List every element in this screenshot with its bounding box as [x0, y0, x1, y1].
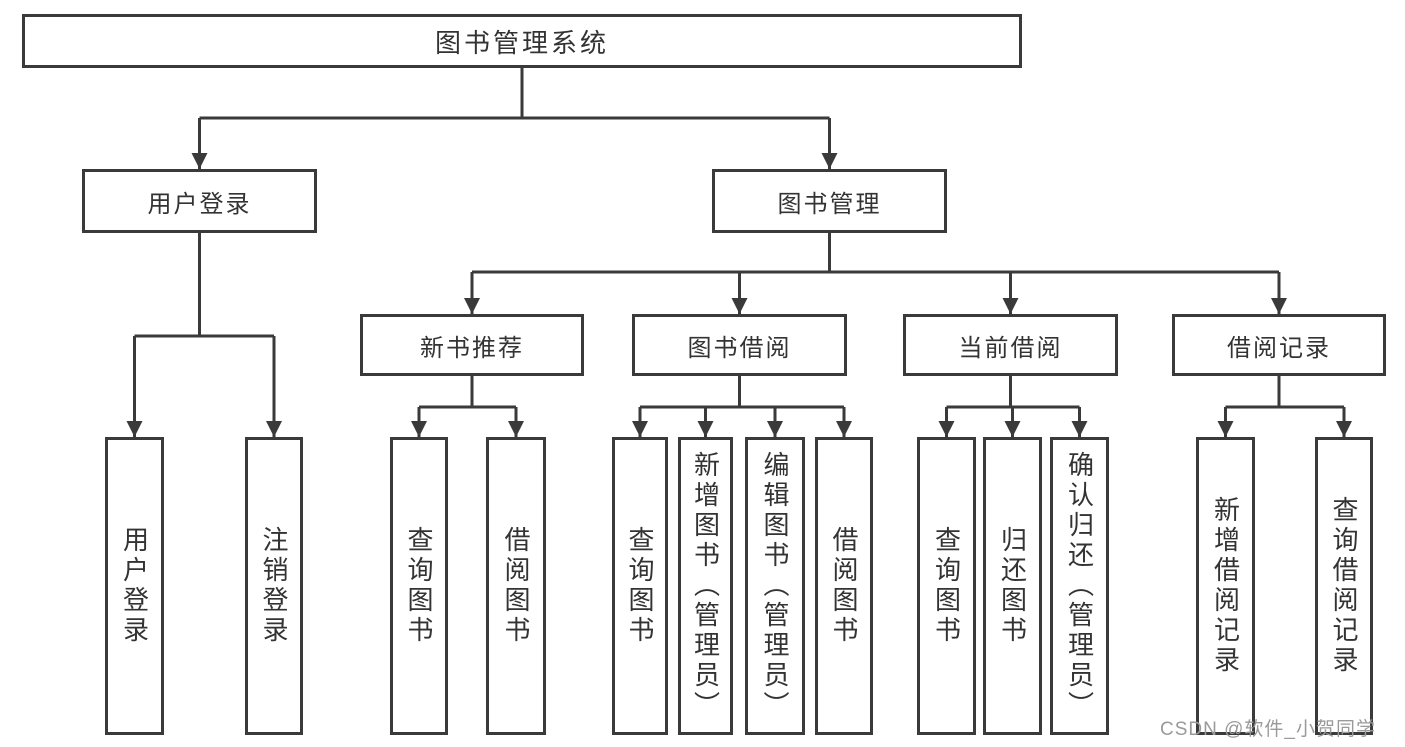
node-borrow-records: 借阅记录 [1172, 314, 1386, 376]
leaf-recommend-query-books-label: 查询图书 [404, 526, 434, 646]
leaf-current-query-books-label: 查询图书 [931, 526, 962, 646]
leaf-recommend-borrow-books-label: 借阅图书 [501, 526, 531, 646]
leaf-borrow-query-books: 查询图书 [612, 437, 668, 735]
leaf-confirm-return-admin: 确认归还（管理员） [1050, 437, 1109, 735]
connector-recommend-to-leaves [411, 376, 524, 437]
node-new-book-recommend: 新书推荐 [360, 314, 584, 376]
leaf-add-books-admin-label: 新增图书（管理员） [690, 451, 721, 721]
connector-root-to-level2 [191, 68, 838, 169]
node-book-management-label: 图书管理 [777, 190, 882, 218]
csdn-watermark: CSDN @软件_小贺同学 [1160, 719, 1376, 740]
leaf-user-login-label: 用户登录 [119, 526, 150, 646]
node-book-management: 图书管理 [712, 169, 947, 233]
node-current-borrow: 当前借阅 [903, 314, 1118, 376]
leaf-return-books: 归还图书 [983, 437, 1042, 735]
connector-borrow-records-to-leaves [1217, 376, 1352, 437]
node-root-label: 图书管理系统 [434, 27, 609, 58]
leaf-recommend-query-books: 查询图书 [390, 437, 448, 735]
leaf-logout-label: 注销登录 [259, 526, 289, 646]
leaf-current-query-books: 查询图书 [917, 437, 976, 735]
node-user-login: 用户登录 [82, 169, 317, 233]
leaf-add-borrow-record: 新增借阅记录 [1196, 437, 1255, 735]
leaf-add-books-admin: 新增图书（管理员） [678, 437, 733, 735]
node-user-login-label: 用户登录 [147, 190, 252, 218]
connector-book-management-to-level3 [464, 233, 1287, 314]
leaf-confirm-return-admin-label: 确认归还（管理员） [1064, 451, 1095, 721]
leaf-query-borrow-record: 查询借阅记录 [1315, 437, 1373, 735]
leaf-borrow-borrow-books: 借阅图书 [815, 437, 873, 735]
leaf-borrow-borrow-books-label: 借阅图书 [829, 526, 859, 646]
leaf-borrow-query-books-label: 查询图书 [625, 526, 655, 646]
leaf-edit-books-admin: 编辑图书（管理员） [745, 437, 805, 735]
leaf-logout: 注销登录 [245, 437, 303, 735]
node-new-book-recommend-label: 新书推荐 [420, 334, 524, 362]
connector-current-borrow-to-leaves [938, 376, 1088, 437]
connector-user-login-to-leaves [126, 233, 282, 437]
node-book-borrow-label: 图书借阅 [687, 334, 792, 362]
connector-book-borrow-to-leaves [632, 376, 852, 437]
leaf-edit-books-admin-label: 编辑图书（管理员） [760, 451, 790, 721]
leaf-return-books-label: 归还图书 [997, 526, 1028, 646]
leaf-user-login: 用户登录 [105, 437, 164, 735]
leaf-query-borrow-record-label: 查询借阅记录 [1329, 496, 1359, 676]
node-root-system: 图书管理系统 [22, 14, 1022, 68]
node-current-borrow-label: 当前借阅 [958, 334, 1063, 362]
leaf-recommend-borrow-books: 借阅图书 [486, 437, 546, 735]
leaf-add-borrow-record-label: 新增借阅记录 [1210, 496, 1241, 676]
node-borrow-records-label: 借阅记录 [1227, 334, 1331, 362]
node-book-borrow: 图书借阅 [632, 314, 847, 376]
